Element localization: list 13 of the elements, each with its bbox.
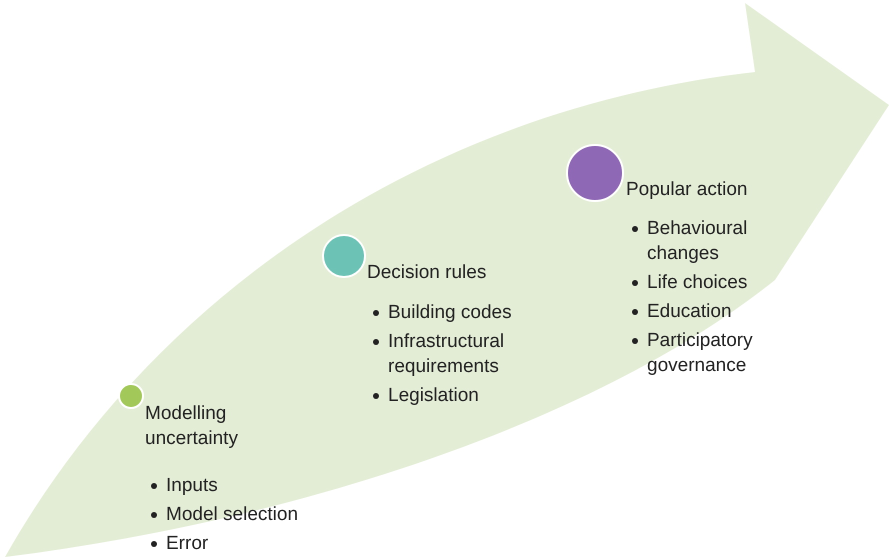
bullet-item: Inputs	[166, 474, 219, 498]
bullet-item: Model selection	[166, 503, 300, 527]
bullet-item: Building codes	[388, 301, 513, 325]
bullet-item: Legislation	[388, 384, 480, 408]
bullet-item: Error	[166, 532, 210, 556]
bullet-item: Education	[647, 300, 733, 324]
bullet-item: Participatory governance	[647, 329, 754, 378]
stage-heading: Decision rules	[367, 261, 488, 285]
bullet-item: Life choices	[647, 271, 748, 295]
bullet-item: Infrastructural requirements	[388, 330, 506, 379]
stage-heading: Modelling uncertainty	[145, 402, 239, 451]
bullet-item: Behavioural changes	[647, 217, 748, 266]
stage-heading: Popular action	[626, 178, 748, 202]
